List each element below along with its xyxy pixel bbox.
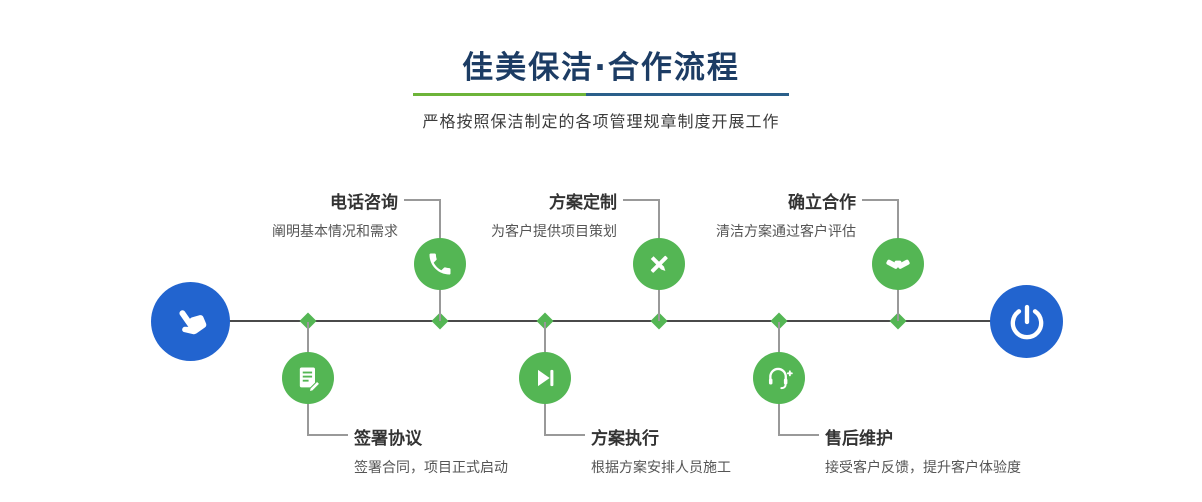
step-text: 电话咨询 阐明基本情况和需求 [78,188,398,241]
page-subtitle: 严格按照保洁制定的各项管理规章制度开展工作 [422,112,780,131]
step-node [872,238,924,290]
handshake-icon [884,250,912,278]
step-title: 确立合作 [788,193,856,213]
step-node [282,352,334,404]
end-node [990,285,1063,358]
step-text: 确立合作 清洁方案通过客户评估 [536,188,856,241]
step-desc: 接受客户反馈，提升客户体验度 [825,460,1021,476]
hand-pointer-icon [163,294,219,350]
play-icon [531,364,559,392]
step-desc: 根据方案安排人员施工 [591,460,731,476]
step-node [414,238,466,290]
step-desc: 为客户提供项目策划 [491,224,617,240]
phone-icon [426,250,454,278]
design-tools-icon [645,250,673,278]
connector-hline [623,199,659,201]
step-text: 签署协议 签署合同，项目正式启动 [354,424,694,477]
step-title: 电话咨询 [330,193,398,213]
connector-hline [545,434,585,436]
step-title: 方案执行 [591,429,659,449]
step-title: 方案定制 [549,193,617,213]
page-title: 佳美保洁·合作流程 [462,50,740,86]
connector-hline [308,434,348,436]
headset-icon [765,364,793,392]
connector-hline [779,434,819,436]
step-node [633,238,685,290]
timeline-line [190,320,1028,322]
step-desc: 签署合同，项目正式启动 [354,460,508,476]
step-desc: 阐明基本情况和需求 [272,224,398,240]
step-node [753,352,805,404]
connector-hline [404,199,440,201]
step-text: 售后维护 接受客户反馈，提升客户体验度 [825,424,1165,477]
step-desc: 清洁方案通过客户评估 [716,224,856,240]
step-title: 售后维护 [825,429,893,449]
step-text: 方案定制 为客户提供项目策划 [297,188,617,241]
start-node [151,282,230,361]
step-node [519,352,571,404]
step-text: 方案执行 根据方案安排人员施工 [591,424,931,477]
connector-hline [862,199,898,201]
contract-icon [294,364,322,392]
step-title: 签署协议 [354,429,422,449]
title-divider [413,93,789,96]
power-icon [1007,302,1047,342]
